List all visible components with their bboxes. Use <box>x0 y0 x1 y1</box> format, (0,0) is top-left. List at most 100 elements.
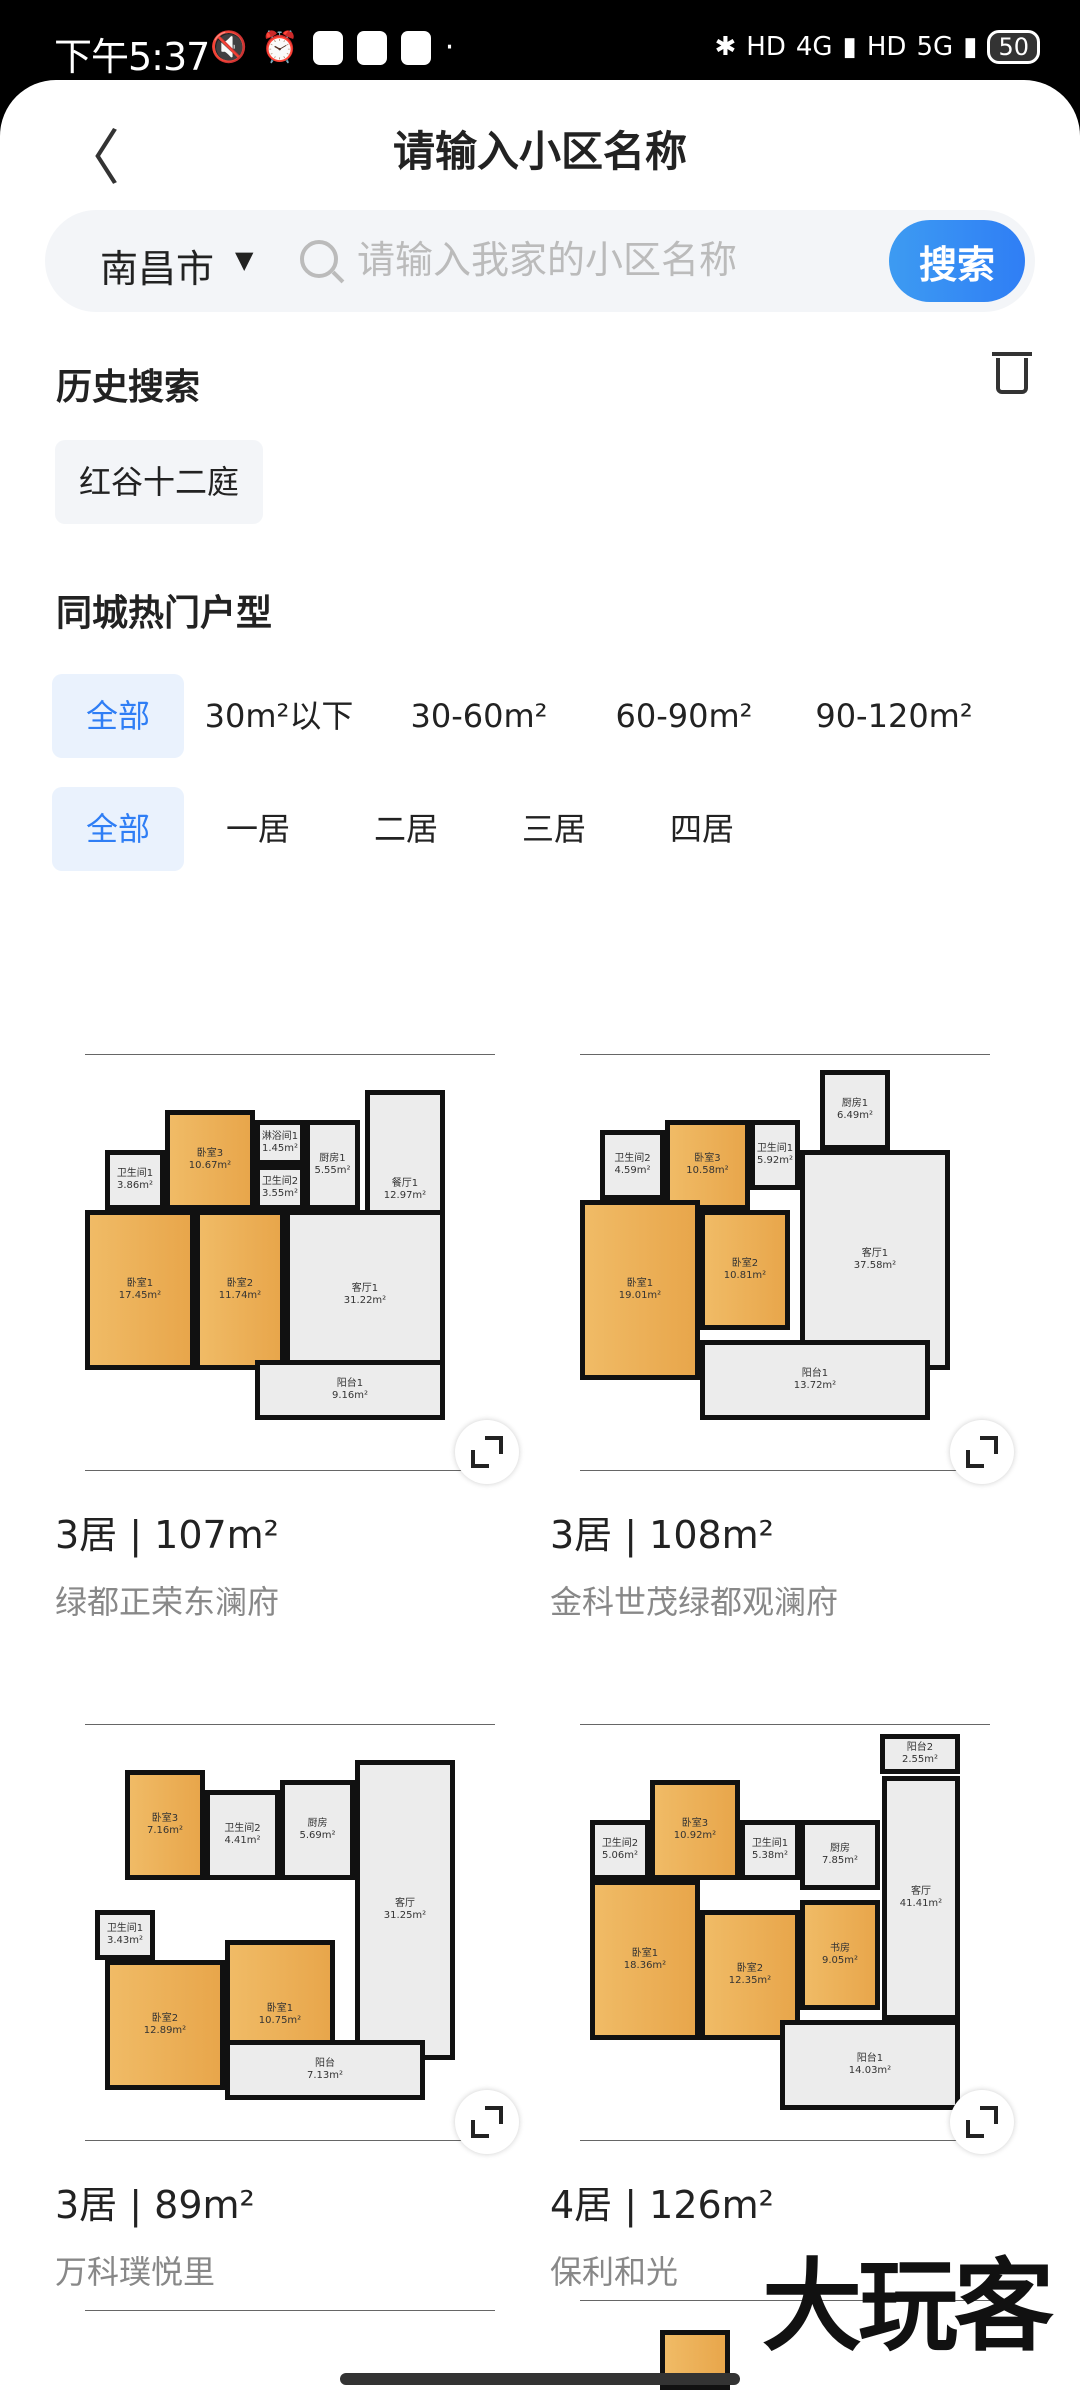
room-label: 卧室3 7.16m² <box>125 1770 205 1880</box>
signal-icon: ▮ <box>842 32 857 62</box>
room-tab-all[interactable]: 全部 <box>52 787 184 871</box>
room-label: 书房 9.05m² <box>800 1900 880 2010</box>
room-label: 卧室1 18.36m² <box>590 1880 700 2040</box>
room-label: 客厅 31.25m² <box>355 1760 455 2060</box>
signal-icon: ▮ <box>963 32 978 62</box>
area-tabs: 全部 30m²以下 30-60m² 60-90m² 90-120m² <box>52 674 1004 758</box>
history-chip[interactable]: 红谷十二庭 <box>55 440 263 524</box>
dimension-line <box>85 1470 495 1471</box>
room-tab[interactable]: 一居 <box>225 810 290 848</box>
room-label: 卫生间1 3.43m² <box>95 1910 155 1960</box>
dimension-line <box>85 1054 495 1055</box>
room-label: 卫生间2 4.41m² <box>205 1790 280 1880</box>
room-tab[interactable]: 四居 <box>669 810 734 848</box>
expand-icon[interactable] <box>950 2090 1014 2154</box>
room-label: 卫生间1 5.92m² <box>750 1120 800 1190</box>
room-label: 阳台1 14.03m² <box>780 2020 960 2110</box>
dimension-line <box>580 2300 990 2301</box>
app-notification-icon <box>312 30 343 65</box>
notification-icons: 🔇 ⏰ · <box>210 30 454 65</box>
community-name: 绿都正荣东澜府 <box>55 1583 280 1621</box>
room-label: 客厅1 37.58m² <box>800 1150 950 1370</box>
status-time: 下午5:37 <box>54 35 210 79</box>
room-label: 客厅1 31.22m² <box>285 1210 445 1380</box>
hd-icon: HD <box>866 32 907 62</box>
layout-title: 3居 | 89m² <box>55 2183 255 2227</box>
area-tab[interactable]: 60-90m² <box>615 697 753 735</box>
room-label: 卧室1 19.01m² <box>580 1200 700 1380</box>
status-bar: 下午5:37 🔇 ⏰ · ✱ HD 4G ▮ HD 5G ▮ 50 <box>0 0 1080 82</box>
area-tab[interactable]: 30-60m² <box>410 697 548 735</box>
dimension-line <box>580 1054 990 1055</box>
room-label: 厨房1 6.49m² <box>820 1070 890 1150</box>
room-label: 卫生间1 3.86m² <box>105 1150 165 1210</box>
area-tab-all[interactable]: 全部 <box>52 674 184 758</box>
signal-5g-label: 5G <box>916 32 954 62</box>
alarm-icon: ⏰ <box>261 30 299 65</box>
city-selector[interactable]: 南昌市 <box>100 247 215 291</box>
room-label: 卫生间2 3.55m² <box>255 1165 305 1210</box>
app-notification-icon <box>400 30 431 65</box>
room-label: 厨房1 5.55m² <box>305 1120 360 1210</box>
mute-icon: 🔇 <box>210 30 248 65</box>
room-label: 卧室3 10.67m² <box>165 1110 255 1210</box>
battery-icon: 50 <box>987 30 1040 64</box>
expand-icon[interactable] <box>950 1420 1014 1484</box>
room-label: 卧室3 10.92m² <box>650 1780 740 1880</box>
room-label: 淋浴间1 1.45m² <box>255 1120 305 1165</box>
search-input[interactable] <box>357 232 917 288</box>
expand-icon[interactable] <box>455 1420 519 1484</box>
dimension-line <box>85 2140 495 2141</box>
watermark-logo: 大玩客 <box>762 2248 1054 2365</box>
room-label: 卫生间1 5.38m² <box>740 1820 800 1880</box>
home-indicator[interactable] <box>340 2373 740 2385</box>
dimension-line <box>580 1470 990 1471</box>
room-label: 厨房 7.85m² <box>800 1820 880 1890</box>
room-label: 阳台1 13.72m² <box>700 1340 930 1420</box>
room-label: 客厅 41.41m² <box>882 1776 960 2020</box>
dimension-line <box>85 1724 495 1725</box>
dimension-line <box>85 2310 495 2311</box>
search-button[interactable]: 搜索 <box>889 220 1025 302</box>
dimension-line <box>580 2140 990 2141</box>
room-label: 阳台 7.13m² <box>225 2040 425 2100</box>
expand-icon[interactable] <box>455 2090 519 2154</box>
area-tab[interactable]: 90-120m² <box>815 697 973 735</box>
back-icon[interactable]: 〈 <box>60 124 120 194</box>
community-name: 万科璞悦里 <box>55 2253 216 2291</box>
room-label: 卧室2 12.35m² <box>700 1910 800 2040</box>
dimension-line <box>580 1724 990 1725</box>
community-name: 保利和光 <box>550 2253 679 2291</box>
bluetooth-icon: ✱ <box>714 32 737 62</box>
history-title: 历史搜索 <box>56 367 201 408</box>
system-icons: ✱ HD 4G ▮ HD 5G ▮ 50 <box>714 30 1040 64</box>
page-title: 请输入小区名称 <box>392 127 687 176</box>
room-tabs: 全部 一居 二居 三居 四居 <box>52 787 776 871</box>
layout-title: 4居 | 126m² <box>550 2183 774 2227</box>
caret-down-icon[interactable]: ▼ <box>235 246 254 274</box>
signal-4g-label: 4G <box>795 32 833 62</box>
layout-title: 3居 | 107m² <box>55 1513 279 1557</box>
room-tab[interactable]: 三居 <box>521 810 586 848</box>
room-tab[interactable]: 二居 <box>373 810 438 848</box>
search-page: 〈 请输入小区名称 南昌市 ▼ 搜索 历史搜索 红谷十二庭 同城热门户型 全部 … <box>0 80 1080 2400</box>
area-tab[interactable]: 30m²以下 <box>204 697 354 735</box>
room-label: 卫生间2 4.59m² <box>600 1130 665 1200</box>
room-label: 卧室2 11.74m² <box>195 1210 285 1370</box>
room-label: 厨房 5.69m² <box>280 1780 355 1880</box>
room-label: 卧室2 10.81m² <box>700 1210 790 1330</box>
hd-icon: HD <box>746 32 786 62</box>
room-label: 卫生间2 5.06m² <box>590 1820 650 1880</box>
community-name: 金科世茂绿都观澜府 <box>550 1583 839 1621</box>
room-label: 阳台2 2.55m² <box>880 1734 960 1774</box>
trash-icon[interactable] <box>992 352 1032 394</box>
room-label: 卧室3 10.58m² <box>665 1120 750 1210</box>
